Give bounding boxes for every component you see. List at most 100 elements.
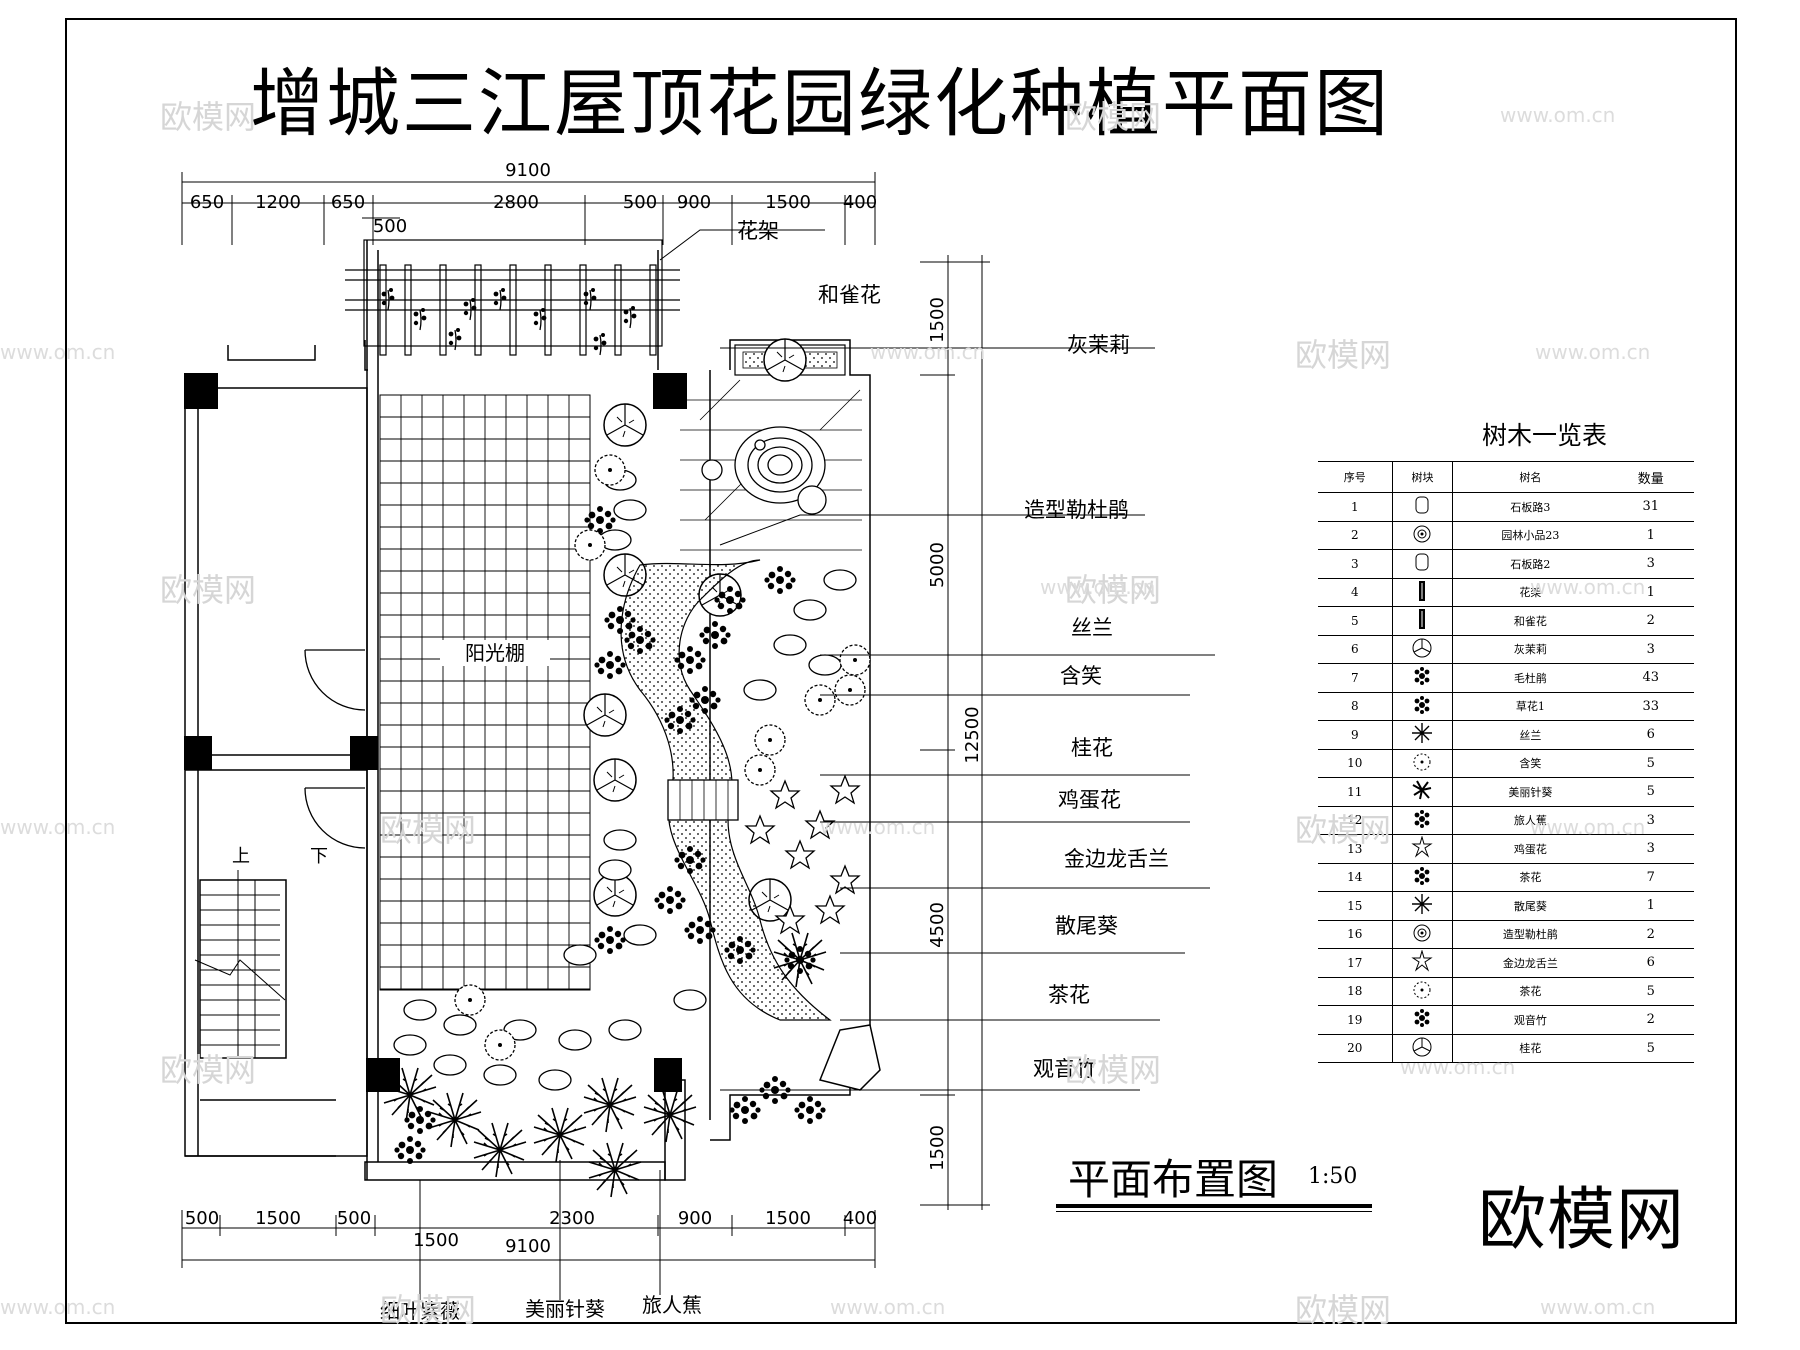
callout-labels: 花架 和雀花 灰茉莉 造型勒杜鹃 丝兰 含笑 桂花 鸡蛋花 金边龙舌兰 散尾葵 …	[737, 219, 1169, 1081]
star-plant-icon	[1411, 722, 1433, 747]
row-no: 16	[1318, 919, 1393, 949]
row-name: 观音竹	[1452, 1005, 1608, 1035]
row-symbol	[1391, 834, 1454, 864]
shrub-icon	[1411, 665, 1433, 690]
row-no: 4	[1318, 577, 1393, 607]
dim-right-seg: 5000	[927, 542, 948, 588]
pergola-plants	[380, 287, 638, 356]
row-name: 金边龙舌兰	[1452, 948, 1608, 978]
table-header-row: 序号 树块 树名 数量	[1318, 461, 1694, 493]
row-no: 8	[1318, 691, 1393, 721]
watermark-url: www.om.cn	[1500, 103, 1616, 127]
garden-ornament	[701, 426, 827, 515]
sunroom-label: 阳光棚	[465, 641, 525, 665]
watermark-url: www.om.cn	[0, 1295, 116, 1319]
drawing-title: 增城三江屋顶花园绿化种植平面图	[250, 61, 1390, 147]
row-symbol	[1391, 1033, 1454, 1063]
round-tree-icon	[1411, 637, 1433, 662]
bottom-dimensions	[181, 1160, 876, 1300]
row-name: 石板路3	[1452, 492, 1608, 522]
circle-tree-icon	[1411, 751, 1433, 776]
watermark-url: www.om.cn	[1400, 1055, 1516, 1079]
watermark-url: www.om.cn	[1040, 575, 1156, 599]
row-symbol	[1391, 492, 1454, 522]
dim-right-seg: 4500	[927, 902, 948, 948]
tree-table-title: 树木一览表	[1482, 421, 1608, 450]
row-no: 12	[1318, 805, 1393, 835]
dim-top-seg: 650	[190, 192, 224, 213]
dim-bottom-seg: 1500	[255, 1208, 301, 1229]
row-no: 9	[1318, 720, 1393, 750]
row-symbol	[1391, 606, 1454, 636]
row-name: 散尾葵	[1452, 891, 1608, 921]
header-no: 序号	[1318, 461, 1393, 493]
row-symbol	[1391, 976, 1454, 1006]
rock	[818, 1024, 881, 1091]
shrub-icon	[1411, 1007, 1433, 1032]
watermark-url: www.om.cn	[820, 815, 936, 839]
layout-scale: 1:50	[1308, 1164, 1358, 1189]
row-symbol	[1391, 777, 1454, 807]
callout-plant: 桂花	[1071, 736, 1113, 760]
row-name: 茶花	[1452, 862, 1608, 892]
dim-top-seg: 500	[623, 192, 657, 213]
callout-plant: 细叶紫薇	[380, 1299, 460, 1323]
row-qty: 6	[1607, 720, 1694, 750]
row-qty: 2	[1607, 919, 1694, 949]
palm-icon	[1411, 779, 1433, 804]
row-name: 园林小品23	[1452, 520, 1608, 550]
row-no: 11	[1318, 777, 1393, 807]
watermark-url: www.om.cn	[1535, 340, 1651, 364]
row-no: 5	[1318, 606, 1393, 636]
row-name: 桂花	[1452, 1033, 1608, 1063]
watermark-text: 欧模网	[1065, 1051, 1162, 1089]
dim-right-total: 12500	[962, 706, 983, 763]
row-symbol	[1391, 748, 1454, 778]
top-dimensions	[181, 172, 876, 245]
row-name: 和雀花	[1452, 606, 1608, 636]
row-symbol	[1391, 805, 1454, 835]
callout-plant: 灰茉莉	[1067, 333, 1130, 357]
callout-leaders	[659, 229, 1215, 1091]
stone-path-icon	[1412, 495, 1432, 518]
watermark-text: 欧模网	[1295, 336, 1392, 374]
row-name: 灰茉莉	[1452, 634, 1608, 664]
dim-bottom-seg: 900	[678, 1208, 712, 1229]
row-no: 10	[1318, 748, 1393, 778]
pergola-icon	[1416, 608, 1428, 633]
row-qty: 2	[1607, 1005, 1694, 1035]
stone-path-icon	[1412, 552, 1432, 575]
flower-icon	[1411, 835, 1434, 861]
right-dimensions	[920, 255, 990, 1210]
row-symbol	[1391, 891, 1454, 921]
row-name: 含笑	[1452, 748, 1608, 778]
watermark-text: 欧模网	[1295, 1291, 1392, 1329]
watermark-url: www.om.cn	[1540, 1295, 1656, 1319]
row-no: 14	[1318, 862, 1393, 892]
row-qty: 3	[1607, 834, 1694, 864]
watermark-url: www.om.cn	[1530, 815, 1646, 839]
pergola	[345, 239, 680, 356]
dim-bottom-seg: 400	[843, 1208, 877, 1229]
dim-bottom-total: 9100	[505, 1236, 551, 1257]
row-qty: 7	[1607, 862, 1694, 892]
round-tree-icon	[1411, 1036, 1433, 1061]
row-symbol	[1391, 720, 1454, 750]
row-name: 花架	[1452, 577, 1608, 607]
row-name: 丝兰	[1452, 720, 1608, 750]
star-plant-icon	[1411, 893, 1433, 918]
row-qty: 31	[1607, 492, 1694, 522]
row-qty: 33	[1607, 691, 1694, 721]
